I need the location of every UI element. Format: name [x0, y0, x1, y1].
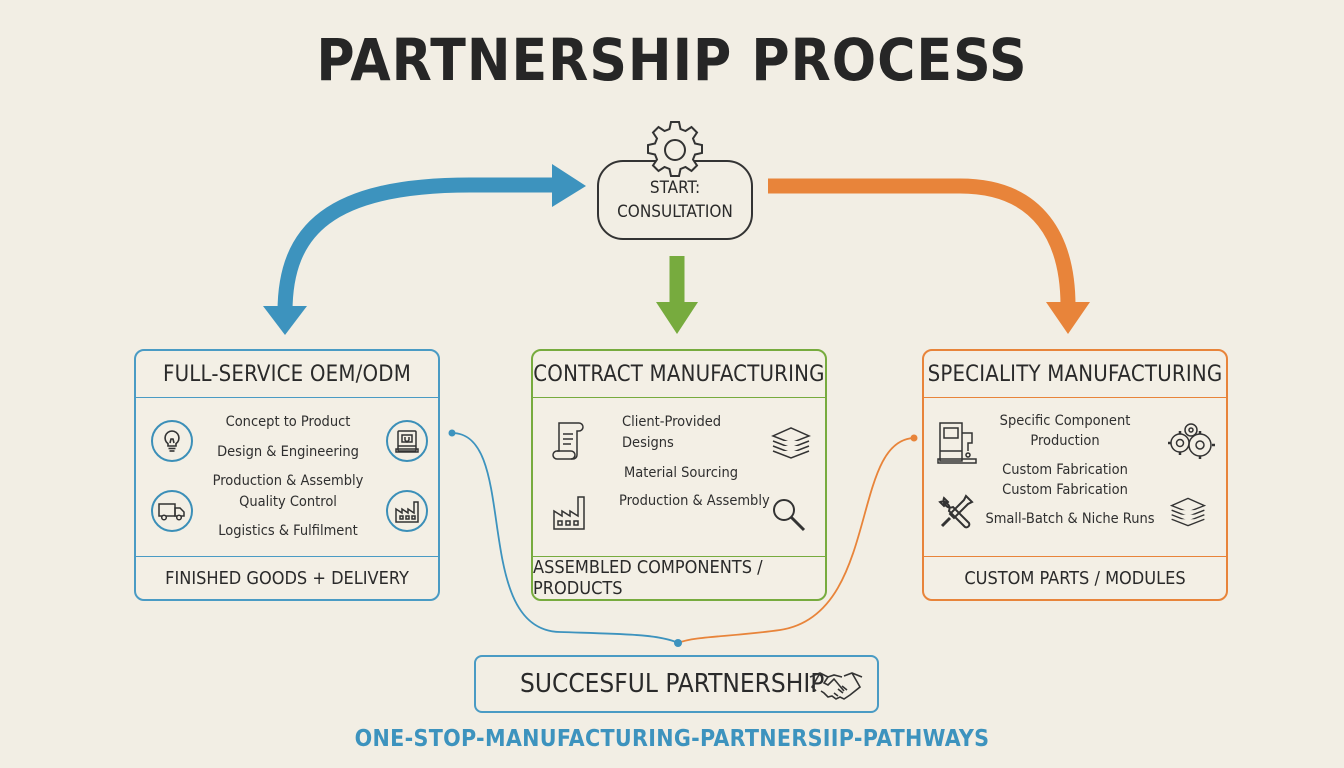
- layers-icon: [771, 427, 811, 459]
- oem-item-concept: Concept to Product: [225, 414, 351, 430]
- lightbulb-icon: [151, 420, 193, 462]
- blue-arrowhead-down: [263, 306, 307, 335]
- truck-icon: [151, 490, 193, 532]
- panel-speciality-footer: CUSTOM PARTS / MODULES: [964, 567, 1186, 589]
- contract-item-designs: Designs: [622, 435, 674, 451]
- contract-item-client-provided: Client-Provided: [622, 414, 722, 430]
- footer-tagline: ONE-STOP-MANUFACTURING-PARTNERSIIP-PATHW…: [354, 726, 990, 752]
- panel-contract-title: CONTRACT MANUFACTURING: [533, 361, 825, 387]
- wrench-screwdriver-icon: [938, 494, 974, 529]
- start-line-1: START:: [649, 178, 701, 198]
- scroll-icon: [552, 422, 584, 460]
- layers-icon: [1169, 497, 1207, 527]
- machine-icon: [937, 422, 977, 464]
- success-node: SUCCESFUL PARTNERSHIP: [474, 655, 879, 713]
- orange-arrow: [768, 178, 1076, 307]
- machine-icon: [386, 420, 428, 462]
- magnifier-icon: [773, 499, 806, 532]
- factory-icon: [386, 490, 428, 532]
- green-arrowhead-down: [656, 302, 698, 334]
- speciality-item-specific: Specific Component: [999, 413, 1131, 429]
- contract-item-material: Material Sourcing: [624, 465, 739, 481]
- blue-arrow: [277, 177, 560, 313]
- factory-icon: [553, 496, 585, 530]
- speciality-item-custom-2: Custom Fabrication: [1002, 482, 1128, 498]
- oem-item-quality: Quality Control: [239, 494, 337, 510]
- orange-arrowhead-down: [1046, 302, 1090, 334]
- speciality-item-small-batch: Small-Batch & Niche Runs: [985, 511, 1155, 527]
- panel-contract: CONTRACT MANUFACTURING ASSEMBLED COMPONE…: [531, 349, 827, 601]
- gear-icon: [647, 121, 703, 177]
- panel-contract-footer: ASSEMBLED COMPONENTS / PRODUCTS: [533, 557, 763, 599]
- orange-curve-to-success: [677, 437, 915, 644]
- gears-icon: [1168, 423, 1215, 459]
- oem-item-production: Production & Assembly: [212, 473, 364, 489]
- page-title: PARTNERSHIP PROCESS: [316, 26, 1028, 94]
- blue-curve-to-success: [451, 432, 679, 644]
- panel-oem-footer: FINISHED GOODS + DELIVERY: [165, 567, 409, 589]
- speciality-item-custom-1: Custom Fabrication: [1002, 462, 1128, 478]
- blue-arrowhead-right: [552, 164, 586, 207]
- oem-item-logistics: Logistics & Fulfilment: [218, 523, 358, 539]
- oem-item-design: Design & Engineering: [217, 444, 359, 460]
- success-label: SUCCESFUL PARTNERSHIP: [520, 669, 825, 699]
- panel-oem: FULL-SERVICE OEM/ODM FINISHED GOODS + DE…: [134, 349, 440, 601]
- handshake-icon: [809, 672, 863, 700]
- panel-speciality-title: SPECIALITY MANUFACTURING: [927, 361, 1223, 387]
- start-line-2: CONSULTATION: [617, 202, 733, 222]
- contract-item-production: Production & Assembly: [619, 493, 770, 509]
- panel-speciality: SPECIALITY MANUFACTURING CUSTOM PARTS / …: [922, 349, 1228, 601]
- panel-oem-title: FULL-SERVICE OEM/ODM: [162, 361, 411, 387]
- speciality-item-production: Production: [1030, 433, 1100, 449]
